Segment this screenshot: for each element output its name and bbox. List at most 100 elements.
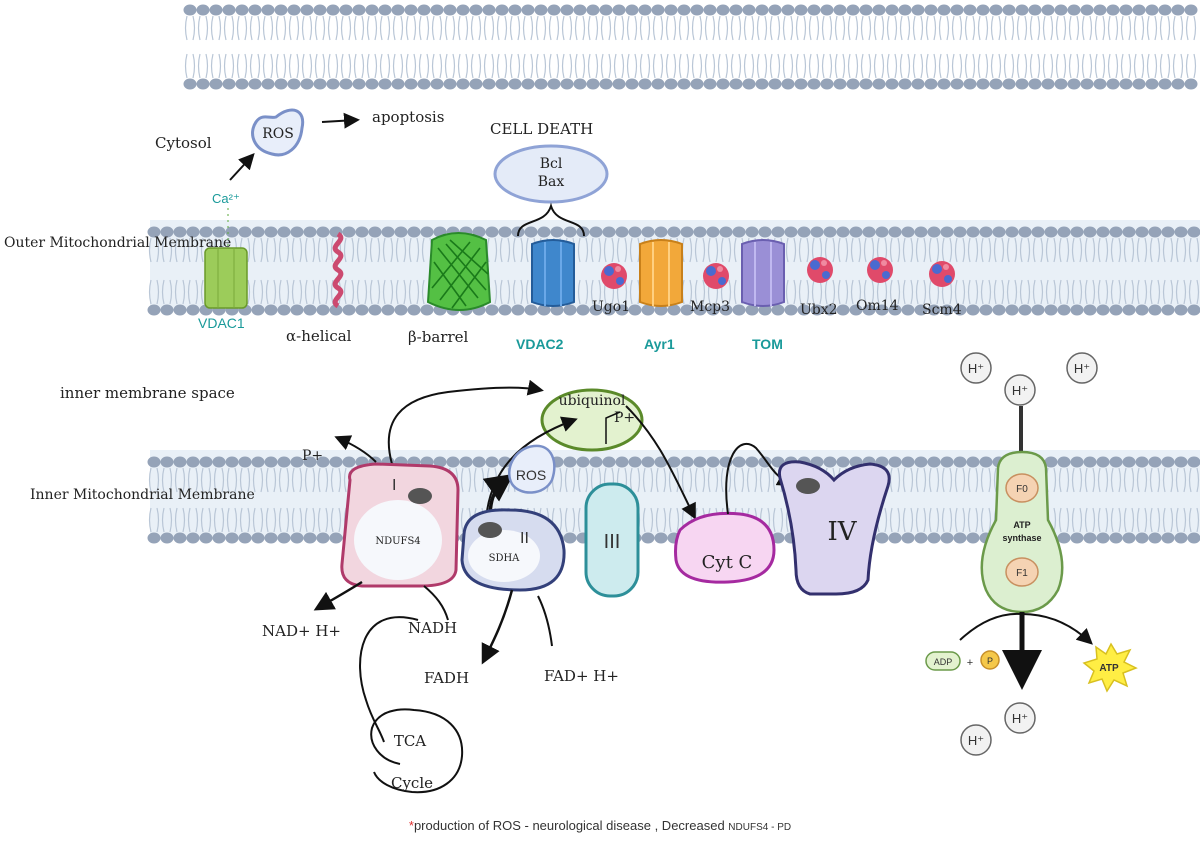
nadh-curve [423, 585, 449, 621]
footnote-small: NDUFS4 - PD [728, 822, 792, 833]
tca-cycle-loop [370, 708, 464, 794]
f0-subunit [1005, 473, 1039, 503]
atp-label: ATP [1099, 663, 1119, 674]
plus-sign: + [967, 657, 973, 669]
bcl-bax-brace [517, 202, 585, 237]
alpha-helix-protein [332, 231, 344, 309]
complex-iv-dot [796, 478, 820, 494]
tom-channel [741, 239, 785, 307]
complex-i-label: I [392, 477, 396, 494]
ros-mid-label: ROS [516, 467, 546, 483]
cytosol-label: Cytosol [155, 134, 212, 152]
inner-membrane-label: Inner Mitochondrial Membrane [30, 487, 255, 503]
complex-ii-label: II [520, 530, 529, 547]
f1-subunit [1005, 557, 1039, 587]
scm4-protein [929, 261, 955, 287]
tca-label: TCA [394, 732, 426, 750]
arrow-fadh [481, 589, 514, 665]
h-plus-ion-4: H⁺ [1004, 702, 1036, 734]
fad-label: FAD+ H+ [544, 667, 619, 685]
outer-membrane-label: Outer Mitochondrial Membrane [4, 235, 231, 251]
atp-synthase-label-2: synthase [1002, 533, 1041, 543]
p-plus-left-label: P+ [302, 448, 323, 464]
bcl-bax-bubble [493, 144, 609, 204]
svg-text:H⁺: H⁺ [1074, 361, 1090, 376]
apoptosis-label: apoptosis [372, 108, 444, 126]
complex-iii [584, 482, 640, 598]
atp-synthase [980, 450, 1064, 614]
vdac2-label: VDAC2 [516, 336, 564, 352]
complex-i-dot [408, 488, 432, 504]
beta-barrel-protein [426, 232, 492, 311]
top-lipid-bilayer [183, 4, 1198, 90]
phosphate-circle [980, 650, 1000, 670]
complex-ii-dot [478, 522, 502, 538]
mcp3-protein [703, 263, 729, 289]
scm4-label: Scm4 [922, 302, 962, 318]
ubx2-protein [807, 257, 833, 283]
arrow-nad [313, 580, 363, 611]
sdha-label: SDHA [489, 553, 521, 564]
vdac1-label: VDAC1 [198, 315, 245, 331]
arrow-adp-atp [959, 612, 1093, 645]
ca-label: Ca²⁺ [212, 191, 240, 206]
nadh-label: NADH [408, 619, 457, 637]
vdac1-channel [204, 208, 248, 309]
phosphate-label: P [987, 656, 993, 666]
p-plus-right-label: P+ [614, 410, 635, 426]
alpha-helical-label: α-helical [286, 327, 352, 345]
ayr1-channel [639, 239, 683, 307]
svg-text:H⁺: H⁺ [1012, 383, 1028, 398]
om14-protein [867, 257, 893, 283]
mcp3-label: Mcp3 [690, 299, 730, 315]
bax-label: Bax [538, 174, 565, 190]
sdha-subunit [468, 530, 540, 582]
beta-barrel-label: β-barrel [408, 328, 469, 346]
cyt-c-label: Cyt C [702, 552, 753, 573]
complex-iv-label: IV [827, 517, 857, 547]
inner-space-label: inner membrane space [60, 384, 235, 402]
ubiquinol-label: ubiquinol [559, 393, 626, 409]
footnote-text: production of ROS - neurological disease… [413, 818, 729, 833]
h-plus-ion-1: H⁺ [960, 352, 992, 384]
atp-synthase-label-1: ATP [1013, 520, 1030, 530]
f1-label: F1 [1016, 568, 1028, 579]
f0-label: F0 [1016, 484, 1028, 495]
cytochrome-c [674, 511, 776, 584]
footnote: *production of ROS - neurological diseas… [0, 818, 1200, 833]
diagram-canvas: Cytosol ROS apoptosis Ca²⁺ CELL DEATH Bc… [4, 4, 1200, 794]
ndufs4-label: NDUFS4 [375, 536, 420, 547]
ros-bubble-top [251, 108, 305, 157]
adp-label: ADP [934, 657, 953, 667]
ugo1-label: Ugo1 [592, 299, 630, 315]
fadh-label: FADH [424, 669, 469, 687]
ubiquinol-internal-line [605, 411, 621, 444]
complex-iv [777, 460, 891, 596]
ayr1-label: Ayr1 [644, 336, 675, 352]
om14-label: Om14 [856, 298, 899, 314]
tom-label: TOM [752, 336, 783, 352]
cell-death-label: CELL DEATH [490, 120, 593, 138]
adp-pill [925, 651, 961, 671]
svg-text:H⁺: H⁺ [968, 733, 984, 748]
ubx2-label: Ubx2 [800, 302, 838, 318]
bcl-label: Bcl [540, 156, 563, 172]
arrow-complexI-ubiquinol [387, 379, 544, 465]
svg-text:H⁺: H⁺ [1012, 711, 1028, 726]
h-plus-ion-3: H⁺ [1066, 352, 1098, 384]
nad-label: NAD+ H+ [262, 622, 341, 640]
ros-bubble-mid [508, 444, 556, 494]
arrow-complexII-ubiquinol [485, 416, 578, 521]
ubiquinol-shape [540, 388, 644, 452]
cycle-label: Cycle [391, 774, 433, 792]
vdac2-channel [531, 239, 575, 307]
ndufs4-subunit [354, 500, 442, 580]
complex-iii-label: III [604, 531, 621, 553]
arrow-ros-apoptosis [321, 112, 360, 129]
h-plus-ion-5: H⁺ [960, 724, 992, 756]
arrow-ca-ros [229, 153, 255, 181]
footnote-asterisk: * [408, 818, 414, 833]
h-plus-ion-2: H⁺ [1004, 374, 1036, 406]
fad-curve [537, 595, 553, 647]
arrow-complexI-pplus [334, 435, 377, 463]
